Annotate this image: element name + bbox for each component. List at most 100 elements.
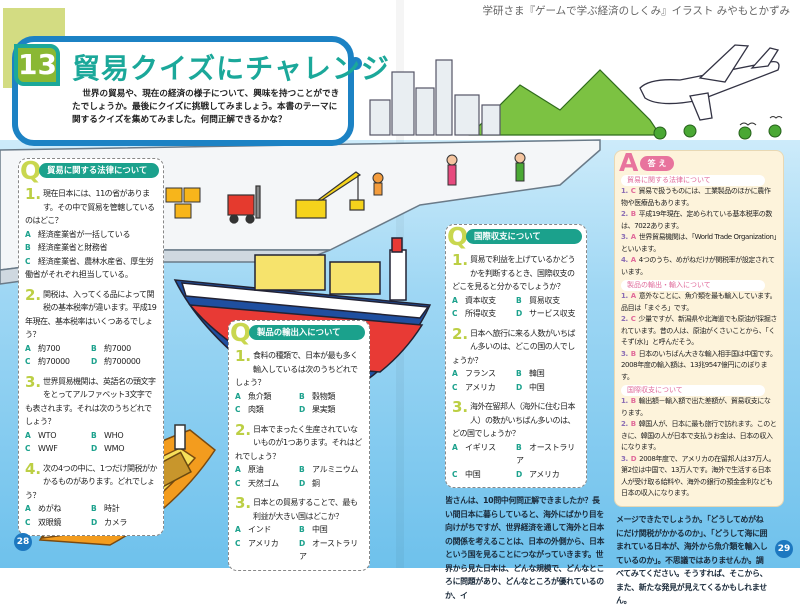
option-letter: B xyxy=(25,243,31,252)
option-text: 果実類 xyxy=(312,405,336,414)
question-number: 3. xyxy=(25,372,42,391)
option-text: 時計 xyxy=(104,504,120,513)
answer-number: 3. xyxy=(621,349,628,358)
answer-option-d: D サービス収支 xyxy=(516,307,580,321)
option-letter: D xyxy=(299,538,305,548)
answer-explanation: 平成19年現在、定められている基本税率の数は、7022あります。 xyxy=(621,210,772,230)
answer-explanation: 4つのうち、めがねだけが関税率が設定されています。 xyxy=(621,256,775,276)
option-letter: D xyxy=(516,309,522,318)
question-text: 世界貿易機関は、英語名の頭文字をとってアルファベット3文字でも表されます。それは… xyxy=(25,376,156,427)
question-number: 3. xyxy=(452,398,469,416)
option-letter: A xyxy=(25,343,31,353)
question-number: 1. xyxy=(452,251,469,269)
question-number: 4. xyxy=(25,459,42,478)
q-mark: Q xyxy=(20,156,42,185)
option-text: WHO xyxy=(104,430,124,440)
option-text: 中国 xyxy=(465,469,481,479)
option-text: インド xyxy=(248,525,272,534)
answer-explanation: 世界貿易機関は、「World Trade Organization」といいます。 xyxy=(621,233,777,253)
option-text: アメリカ xyxy=(465,382,496,392)
option-letter: C xyxy=(452,469,458,479)
option-text: イギリス xyxy=(465,442,496,452)
question-text: 次の4つの中に、1つだけ関税がかかるものがあります。どれでしょう？ xyxy=(25,463,157,500)
option-letter: A xyxy=(235,465,241,474)
option-text: 中国 xyxy=(312,525,328,534)
option-letter: A xyxy=(452,295,458,305)
answer-option-a: A 魚介類 xyxy=(235,390,299,404)
option-text: サービス収支 xyxy=(529,309,576,318)
question-text: 日本との貿易することで、最も利益が大きい国はどこか？ xyxy=(253,498,358,521)
option-text: カメラ xyxy=(104,517,128,527)
option-text: フランス xyxy=(465,369,496,378)
option-text: アメリカ xyxy=(248,538,279,548)
question-text: 現在日本には、11の省があります。その中で貿易を管轄しているのはどこ？ xyxy=(25,189,155,225)
option-letter: D xyxy=(516,469,522,479)
option-letter: B xyxy=(299,465,305,474)
answer-explanation: 輸出額－輸入額で出た差額が、貿易収支になります。 xyxy=(621,397,771,417)
option-text: 穀物類 xyxy=(312,391,336,401)
question-number: 2. xyxy=(452,324,469,343)
answer-letter: C xyxy=(630,315,636,323)
forklift-icon xyxy=(227,185,261,224)
option-text: めがね xyxy=(38,504,62,513)
question-text: 食料の種類で、日本が最も多く輸入しているは次のうちどれでしょう？ xyxy=(235,351,358,387)
airplane-icon xyxy=(639,44,780,121)
option-letter: A xyxy=(452,442,458,452)
answer-number: 4. xyxy=(621,256,628,264)
people xyxy=(372,152,526,196)
answer-letter: A xyxy=(630,292,636,300)
option-text: 所得収支 xyxy=(465,309,496,318)
option-text: 魚介類 xyxy=(248,391,272,401)
option-text: 経済産業省、農林水産省、厚生労働省がそれぞれ担当している。 xyxy=(25,256,154,280)
question-number: 3. xyxy=(235,494,252,512)
answer-explanation: 少量ですが、新潟県や北海道でも原油が採掘されています。昔の人は、原油がくさいこと… xyxy=(621,315,777,346)
trees xyxy=(653,124,782,140)
closing-paragraph-left: 皆さんは、10問中何問正解できましたか？長い間日本に暮らしていると、海外にばかり… xyxy=(445,496,605,600)
option-letter: A xyxy=(235,391,241,401)
chapter-number: 13 xyxy=(14,44,60,86)
quiz-section-heading: 国際収支について xyxy=(466,229,582,244)
option-text: アルミニウム xyxy=(312,465,359,474)
answer-section-heading: 貿易に関する法律について xyxy=(621,175,765,186)
quiz-section-heading: 貿易に関する法律について xyxy=(39,163,159,178)
quiz-section-heading: 製品の輸出入について xyxy=(249,325,365,340)
answer-option-b: B アルミニウム xyxy=(299,463,363,477)
answer-letter: A xyxy=(630,256,636,264)
answer-explanation: 2008年度で、アメリカの在留邦人は37万人。第2位は中国で、13万人です。海外… xyxy=(621,454,776,498)
option-letter: D xyxy=(91,517,97,527)
answer-section-heading: 国際収支について xyxy=(621,385,765,396)
question: 1.貿易で利益を上げているかどうかを判断するとき、国際収支のどこを見ると分かるで… xyxy=(452,253,580,321)
answer-number: 2. xyxy=(621,420,628,428)
option-text: WWF xyxy=(38,444,58,453)
option-text: 貿易収支 xyxy=(529,295,560,305)
question-number: 1. xyxy=(25,185,42,203)
title-frame-dot xyxy=(349,57,362,70)
